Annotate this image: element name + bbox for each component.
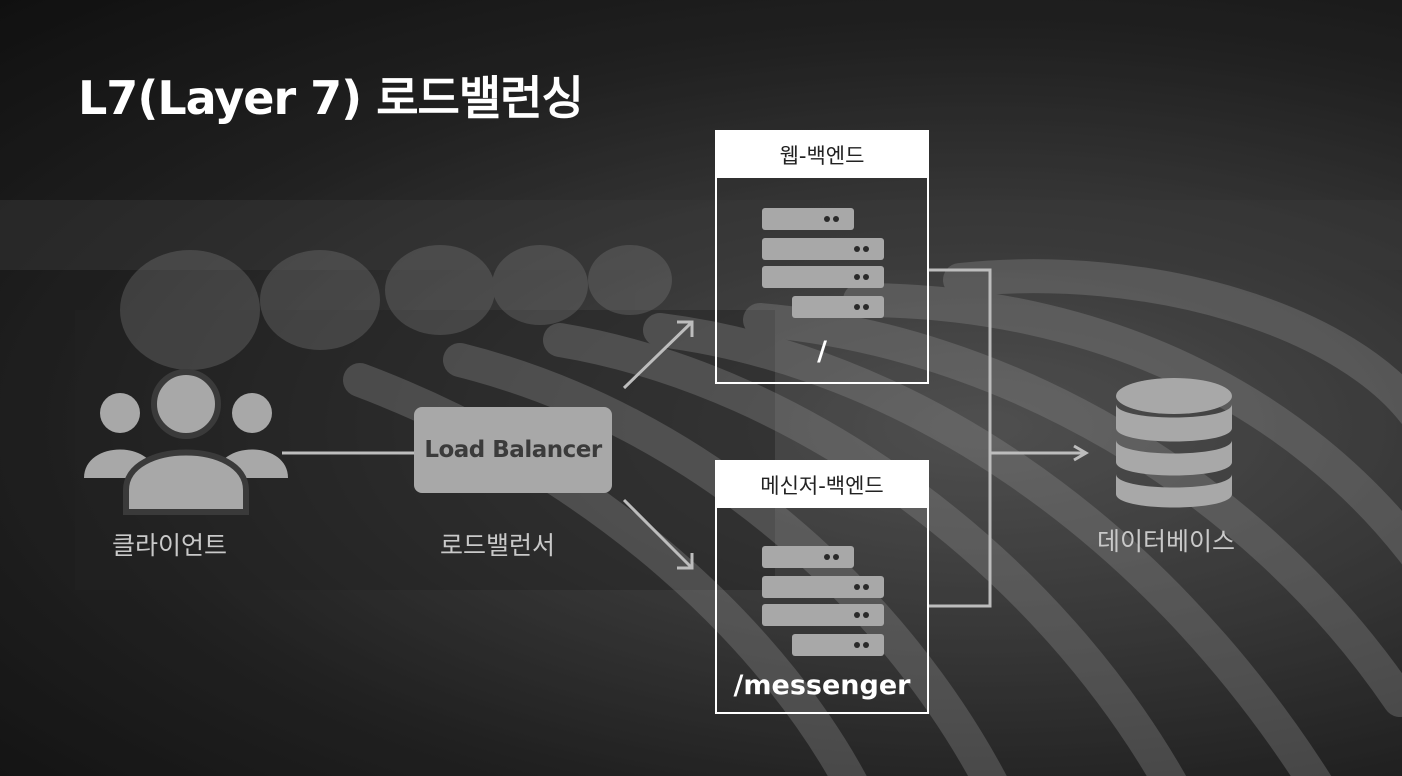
messenger-backend-box: 메신저-백엔드 /messenger — [715, 460, 929, 714]
lb-to-messenger-arrow-line — [622, 498, 694, 570]
page-title: L7(Layer 7) 로드밸런싱 — [78, 71, 584, 125]
web-backend-header: 웹-백엔드 — [717, 132, 927, 178]
client-label: 클라이언트 — [112, 531, 228, 560]
db-arrowhead — [1073, 444, 1089, 462]
load-balancer-text: Load Balancer — [424, 437, 602, 463]
lb-to-web-arrowhead — [677, 320, 694, 337]
web-backend-path: / — [817, 336, 827, 367]
database-label: 데이터베이스 — [1097, 527, 1236, 556]
messenger-backend-header: 메신저-백엔드 — [717, 462, 927, 508]
load-balancer-label: 로드밸런서 — [440, 531, 556, 560]
messenger-backend-path: /messenger — [733, 670, 911, 701]
server-stack-icon — [762, 208, 884, 318]
server-stack-icon — [762, 546, 884, 656]
lb-to-messenger-arrowhead — [677, 553, 694, 570]
backend-merge-line — [929, 268, 992, 608]
load-balancer-box: Load Balancer — [414, 407, 612, 493]
web-backend-box: 웹-백엔드 / — [715, 130, 929, 384]
lb-to-web-arrow-line — [622, 320, 694, 390]
